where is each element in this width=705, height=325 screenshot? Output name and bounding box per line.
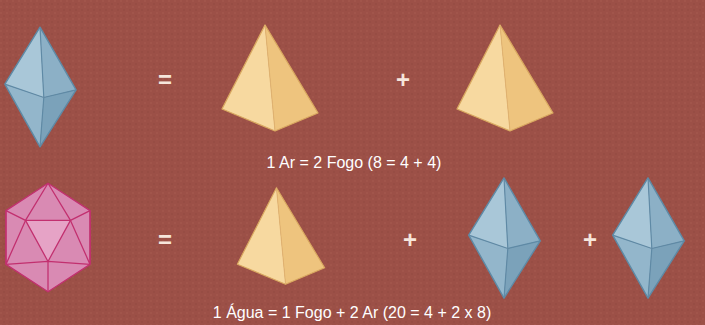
equals-sign: = xyxy=(158,226,172,254)
plus-sign: + xyxy=(396,66,410,94)
equation-caption: 1 Ar = 2 Fogo (8 = 4 + 4) xyxy=(267,154,442,172)
plus-sign: + xyxy=(583,226,597,254)
equals-sign: = xyxy=(158,66,172,94)
plus-sign: + xyxy=(403,226,417,254)
equation-caption: 1 Água = 1 Fogo + 2 Ar (20 = 4 + 2 x 8) xyxy=(213,304,491,322)
